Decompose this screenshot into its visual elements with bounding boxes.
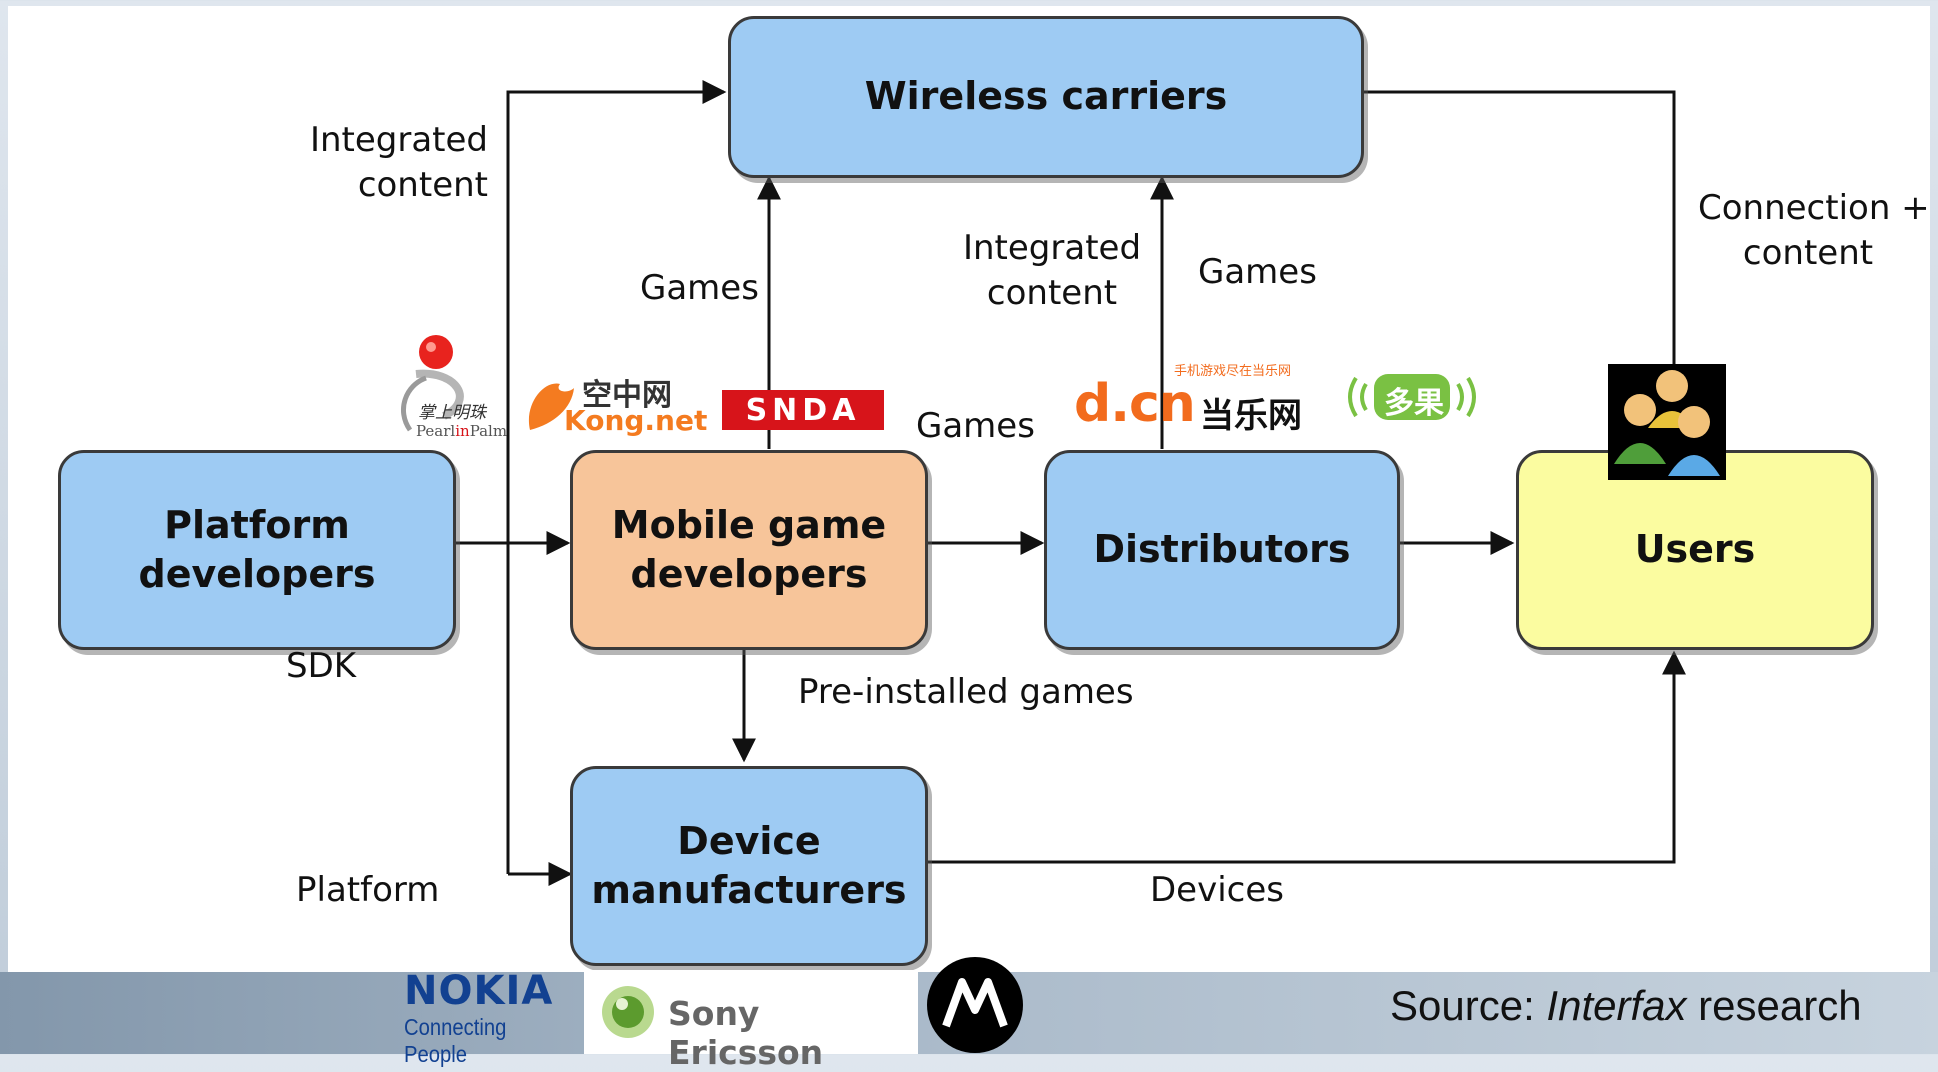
label-integrated-content-mid-line2: content — [986, 272, 1118, 313]
nokia-text: NOKIA — [404, 968, 554, 1014]
dcn-tagline: 手机游戏尽在当乐网 — [1174, 364, 1292, 379]
label-platform: Platform — [296, 870, 440, 910]
label-connection-content-line1: Connection + — [1698, 188, 1930, 228]
dcn-cn-text: 当乐网 — [1200, 396, 1302, 436]
label-games-mobile-to-carriers: Games — [640, 268, 759, 308]
pearlinpalm-en-3: Palm — [469, 422, 508, 440]
label-integrated-content-mid-line1: Integrated — [962, 228, 1142, 268]
node-platform-developers-line1: Platform — [164, 502, 350, 547]
node-users: Users — [1516, 450, 1874, 650]
duoguo-signal-icon — [1348, 374, 1476, 420]
sony-ericsson-text: Sony Ericsson — [668, 994, 824, 1072]
node-device-manufacturers-line2: manufacturers — [591, 868, 907, 912]
label-integrated-content-left-line2: content — [357, 164, 488, 205]
label-devices: Devices — [1150, 870, 1284, 910]
edge-integrated-content-to-carriers — [506, 80, 727, 874]
nokia-logo: NOKIA Connecting People — [402, 968, 596, 1067]
node-wireless-carriers-label: Wireless carriers — [864, 74, 1228, 119]
label-games-distributors-to-carriers: Games — [1198, 252, 1317, 292]
edge-connection-content — [1360, 90, 1676, 370]
node-platform-developers: Platform developers — [58, 450, 456, 650]
motorola-batwing-icon — [927, 957, 1023, 1053]
node-users-label: Users — [1634, 527, 1756, 572]
users-group-icon — [1608, 364, 1726, 480]
snda-text: SNDA — [745, 392, 861, 428]
pearlinpalm-cn-text: 掌上明珠 — [418, 403, 486, 423]
source-prefix: Source: — [1390, 982, 1535, 1029]
duoguo-text: 多果 — [1384, 386, 1444, 421]
snda-logo: SNDA — [722, 390, 884, 430]
node-distributors: Distributors — [1044, 450, 1400, 650]
node-device-manufacturers: Device manufacturers — [570, 766, 928, 966]
label-integrated-content-left-line1: Integrated — [309, 120, 488, 160]
kong-bird-icon — [528, 383, 574, 430]
node-mobile-game-developers: Mobile game developers — [570, 450, 928, 650]
kong-net-logo: 空中网 Kong.net — [524, 370, 707, 437]
duoguo-logo: 多果 — [1342, 362, 1482, 432]
sony-ericsson-logo: Sony Ericsson — [584, 970, 918, 1072]
edge-devices — [926, 650, 1686, 864]
label-connection-content: Connection + content — [1698, 186, 1930, 276]
label-sdk: SDK — [286, 646, 357, 686]
sony-ericsson-orb-icon — [602, 986, 654, 1038]
node-mobile-game-developers-line1: Mobile game — [611, 502, 887, 547]
source-publisher: Interfax — [1546, 982, 1687, 1029]
motorola-logo — [926, 956, 1024, 1054]
node-wireless-carriers: Wireless carriers — [728, 16, 1364, 178]
label-pre-installed-games: Pre-installed games — [798, 672, 1134, 712]
label-connection-content-line2: content — [1742, 232, 1874, 273]
node-mobile-game-developers-line2: developers — [630, 552, 868, 596]
pearlinpalm-en-text: PearlinPalm — [416, 422, 507, 440]
node-platform-developers-line2: developers — [138, 552, 376, 596]
label-integrated-content-mid: Integrated content — [962, 226, 1142, 316]
kong-net-text: Kong.net — [564, 404, 708, 437]
node-device-manufacturers-line1: Device — [677, 818, 821, 863]
nokia-tagline: Connecting People — [404, 1014, 507, 1067]
dcn-logo: 手机游戏尽在当乐网 d.cn 当乐网 — [1074, 360, 1314, 444]
kong-cn-text: 空中网 — [582, 378, 672, 413]
node-distributors-label: Distributors — [1093, 527, 1351, 572]
source-credit: Source: Interfax research — [1390, 982, 1862, 1030]
pearlinpalm-logo: 掌上明珠 PearlinPalm — [386, 330, 508, 442]
label-integrated-content-left: Integrated content — [300, 118, 488, 208]
pearlinpalm-en-1: Pearl — [416, 422, 456, 440]
pearlinpalm-swirl-icon — [400, 335, 464, 432]
people-icon — [1614, 370, 1720, 476]
source-suffix: research — [1698, 982, 1862, 1029]
pearlinpalm-en-2: in — [455, 422, 470, 440]
label-games-mobile-to-distributors: Games — [916, 406, 1035, 446]
dcn-main-text: d.cn — [1074, 374, 1196, 434]
